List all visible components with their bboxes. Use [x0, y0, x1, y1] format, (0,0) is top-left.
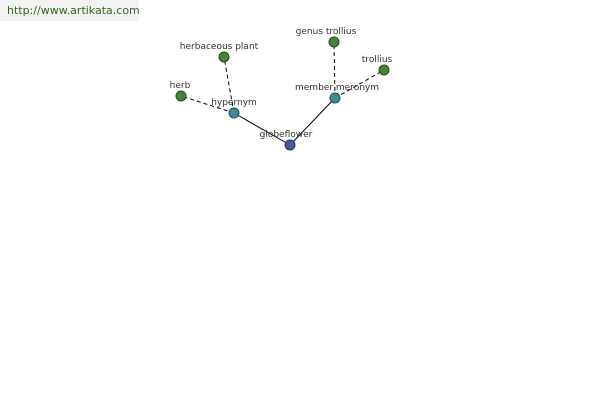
label-member-meronym: member meronym	[295, 83, 379, 93]
label-trollius: trollius	[362, 55, 393, 65]
node-hypernym[interactable]	[228, 107, 240, 119]
edge-globeflower-member-meronym	[289, 97, 336, 146]
edge-hypernym-herbaceous-plant	[223, 56, 235, 114]
node-herbaceous-plant[interactable]	[218, 51, 230, 63]
node-genus-trollius[interactable]	[328, 36, 340, 48]
source-url-banner[interactable]: http://www.artikata.com	[0, 0, 140, 21]
label-genus-trollius: genus trollius	[296, 27, 357, 37]
edge-member-meronym-trollius	[334, 69, 385, 99]
node-member-meronym[interactable]	[329, 92, 341, 104]
edge-member-meronym-genus-trollius	[333, 41, 336, 99]
label-hypernym: hypernym	[211, 98, 257, 108]
label-herb: herb	[170, 81, 191, 91]
edge-hypernym-herb	[180, 95, 235, 114]
label-herbaceous-plant: herbaceous plant	[180, 42, 259, 52]
node-herb[interactable]	[175, 90, 187, 102]
node-globeflower[interactable]	[284, 139, 296, 151]
edge-globeflower-hypernym	[233, 112, 291, 146]
label-globeflower: globeflower	[260, 130, 313, 140]
node-trollius[interactable]	[378, 64, 390, 76]
